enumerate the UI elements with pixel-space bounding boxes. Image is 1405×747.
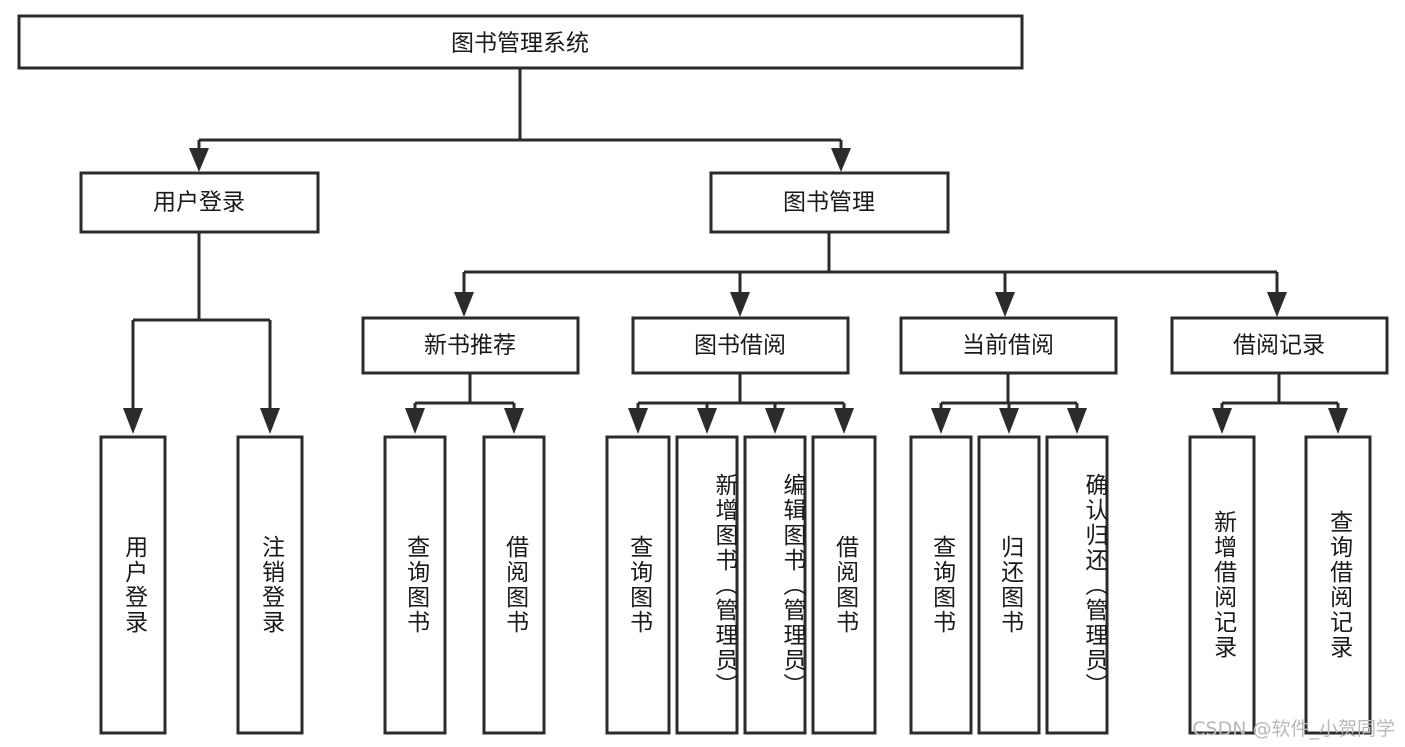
arrow-head-icon <box>454 292 474 317</box>
arrow-head-icon <box>1067 408 1087 434</box>
node-level3-book-borrow[interactable]: 图书借阅 <box>631 316 850 375</box>
node-level2-book-management-label: 图书管理 <box>783 190 875 216</box>
node-level3-new-book-recommend-label: 新书推荐 <box>424 333 516 359</box>
arrow-head-icon <box>504 408 524 434</box>
connector-current-borrow-to-leaves <box>931 373 1087 434</box>
arrow-head-icon <box>260 408 280 434</box>
arrow-head-icon <box>697 408 717 434</box>
node-level3-book-borrow-label: 图书借阅 <box>694 333 786 359</box>
leaf-box-query-book-recommend[interactable] <box>383 435 447 735</box>
leaf-box-query-book-borrow[interactable] <box>605 435 671 735</box>
arrow-head-icon <box>931 408 951 434</box>
arrow-head-icon <box>1328 408 1348 434</box>
node-level2-user-login-box[interactable] <box>79 171 320 234</box>
connector-new-book-recommend-to-leaves <box>405 373 524 434</box>
node-root-box[interactable] <box>17 14 1024 70</box>
node-level3-borrow-record-label: 借阅记录 <box>1233 333 1325 359</box>
arrow-head-icon <box>1267 292 1287 317</box>
leaf-box-query-borrow-record[interactable] <box>1304 435 1372 735</box>
arrow-head-icon <box>831 148 851 172</box>
node-level3-current-borrow-box[interactable] <box>899 316 1118 375</box>
arrow-head-icon <box>730 292 750 317</box>
node-root[interactable]: 图书管理系统 <box>17 14 1024 70</box>
arrow-head-icon <box>834 408 854 434</box>
node-level3-borrow-record[interactable]: 借阅记录 <box>1170 316 1389 375</box>
leaf-box-logout[interactable] <box>236 435 304 735</box>
leaf-box-borrow-book[interactable] <box>811 435 877 735</box>
arrow-head-icon <box>1212 408 1232 434</box>
leaf-box-confirm-return-admin[interactable] <box>1045 435 1109 735</box>
leaf-box-query-book-current[interactable] <box>909 435 973 735</box>
node-level3-new-book-recommend-box[interactable] <box>361 316 580 375</box>
node-level3-new-book-recommend[interactable]: 新书推荐 <box>361 316 580 375</box>
node-level2-book-management[interactable]: 图书管理 <box>709 171 950 234</box>
leaf-box-borrow-book-recommend[interactable] <box>482 435 546 735</box>
connector-book-borrow-to-leaves <box>628 373 854 434</box>
leaf-box-edit-book-admin[interactable] <box>743 435 807 735</box>
node-root-label: 图书管理系统 <box>451 31 589 57</box>
arrow-head-icon <box>765 408 785 434</box>
leaf-box-return-book[interactable] <box>977 435 1041 735</box>
node-level3-current-borrow[interactable]: 当前借阅 <box>899 316 1118 375</box>
connector-root-to-level2 <box>189 68 851 172</box>
connector-user-login-to-leaves <box>123 232 280 434</box>
arrow-head-icon <box>999 408 1019 434</box>
connector-book-management-to-level3 <box>454 232 1287 317</box>
node-level3-current-borrow-label: 当前借阅 <box>962 333 1054 359</box>
leaf-box-add-borrow-record[interactable] <box>1188 435 1256 735</box>
leaf-box-add-book-admin[interactable] <box>675 435 739 735</box>
arrow-head-icon <box>405 408 425 434</box>
leaf-box-user-login[interactable] <box>99 435 167 735</box>
arrow-head-icon <box>189 148 209 172</box>
arrow-head-icon <box>995 292 1015 317</box>
arrow-head-icon <box>628 408 648 434</box>
csdn-watermark: CSDN @软件_小贺同学 <box>1192 718 1395 740</box>
node-level2-user-login[interactable]: 用户登录 <box>79 171 320 234</box>
node-level2-user-login-label: 用户登录 <box>153 190 245 216</box>
connector-borrow-record-to-leaves <box>1212 373 1348 434</box>
arrow-head-icon <box>123 408 143 434</box>
